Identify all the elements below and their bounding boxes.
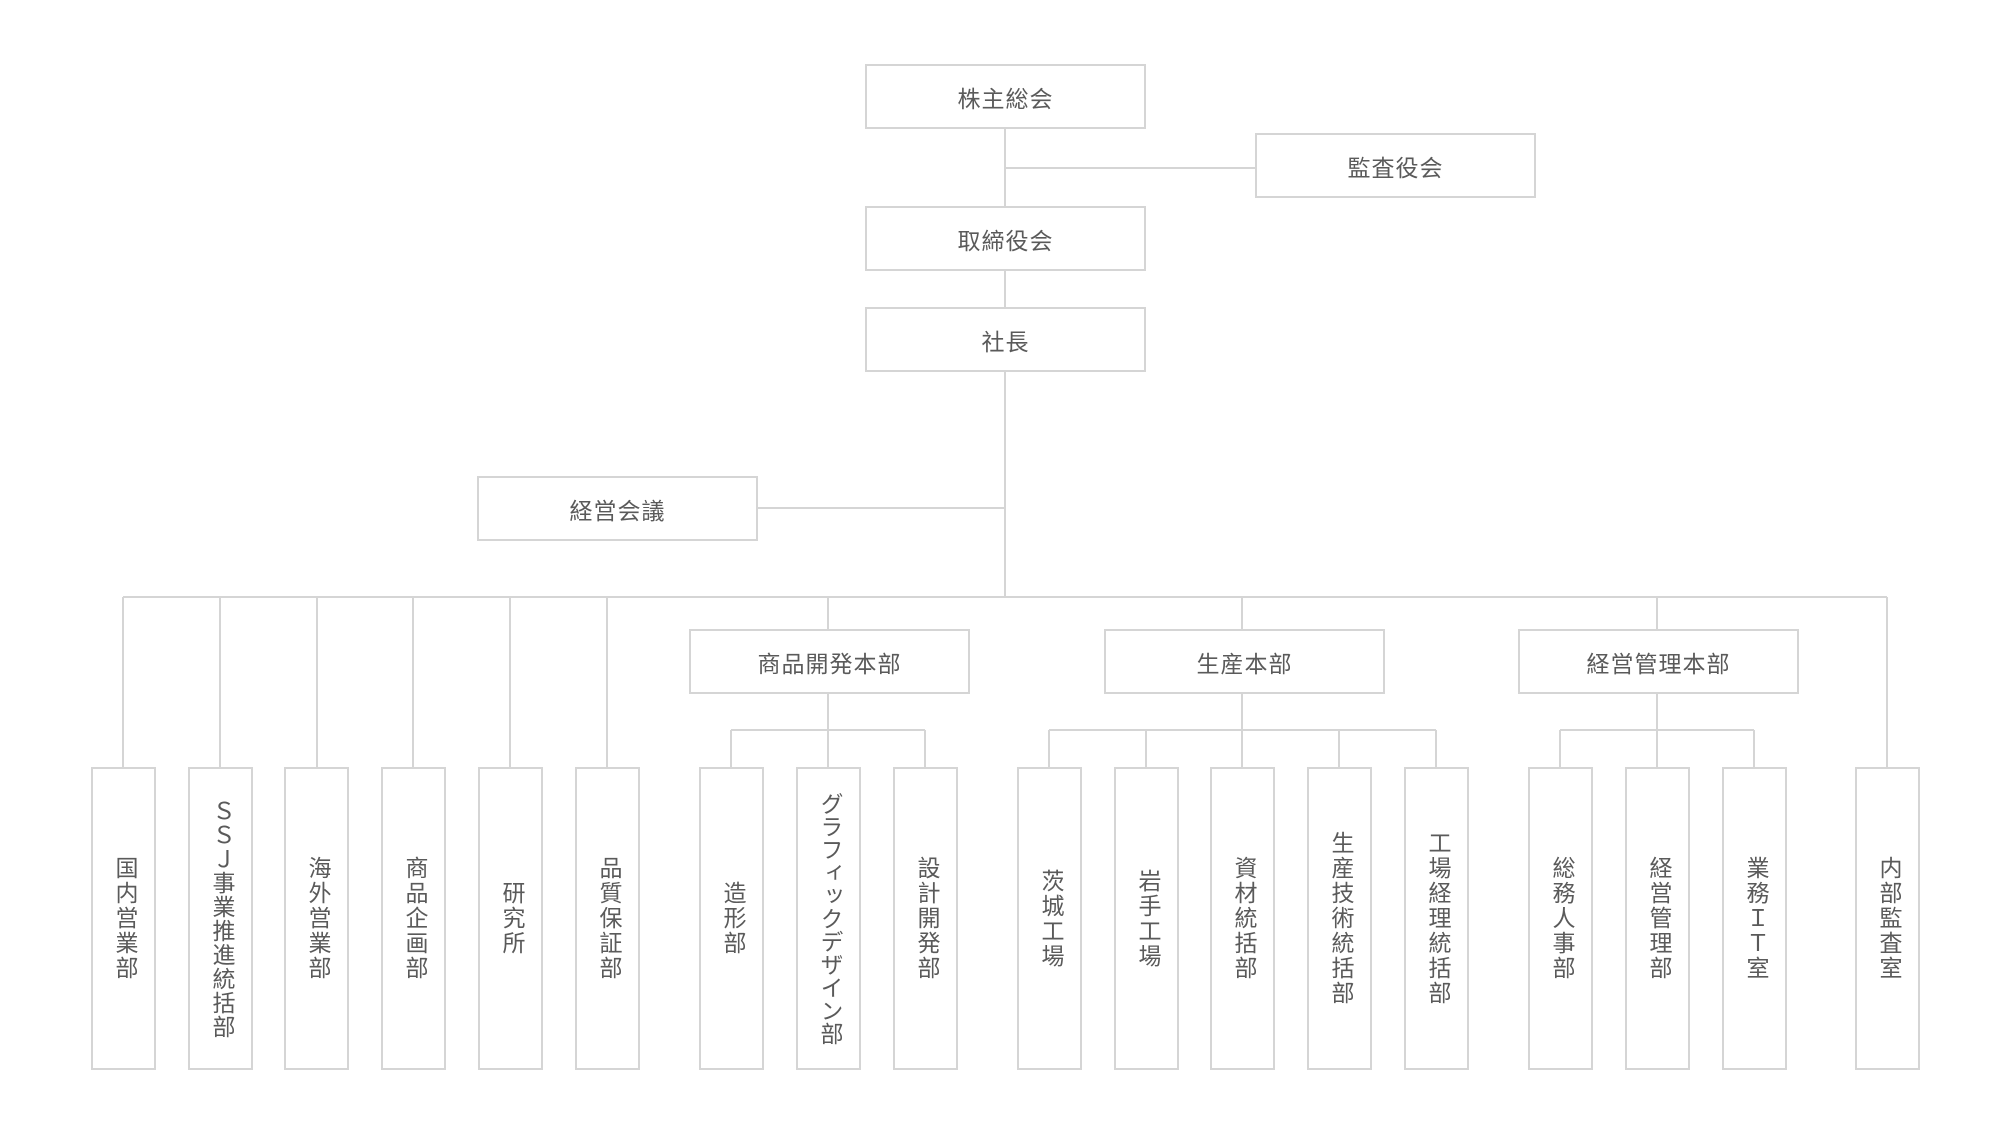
- audit-board-box: 監査役会: [1255, 133, 1536, 198]
- production-hq-label: 生産本部: [1196, 651, 1293, 678]
- general-affairs-dept-label: 総務人事部: [1548, 856, 1574, 981]
- graphic-design-dept-label: グラフィックデザイン部: [816, 792, 842, 1045]
- materials-dept-box: 資材統括部: [1210, 767, 1275, 1070]
- business-it-office-label: 業務ＩＴ室: [1742, 856, 1768, 981]
- ssj-dept-box: ＳＳＪ事業推進統括部: [188, 767, 253, 1070]
- iwate-factory-label: 岩手工場: [1134, 868, 1160, 969]
- domestic-sales-dept-box: 国内営業部: [91, 767, 156, 1070]
- shareholders-meeting-label: 株主総会: [957, 86, 1054, 113]
- board-of-directors-box: 取締役会: [865, 206, 1146, 271]
- production-tech-dept-label: 生産技術統括部: [1327, 831, 1353, 1006]
- modeling-dept-box: 造形部: [699, 767, 764, 1070]
- business-mgmt-dept-box: 経営管理部: [1625, 767, 1690, 1070]
- materials-dept-label: 資材統括部: [1230, 856, 1256, 981]
- president-label: 社長: [981, 329, 1030, 356]
- overseas-sales-dept-box: 海外営業部: [284, 767, 349, 1070]
- iwate-factory-box: 岩手工場: [1114, 767, 1179, 1070]
- president-box: 社長: [865, 307, 1146, 372]
- factory-accounting-dept-label: 工場経理統括部: [1424, 831, 1450, 1006]
- domestic-sales-dept-label: 国内営業部: [111, 856, 137, 981]
- quality-assurance-dept-label: 品質保証部: [595, 856, 621, 981]
- product-planning-dept-box: 商品企画部: [381, 767, 446, 1070]
- ibaraki-factory-box: 茨城工場: [1017, 767, 1082, 1070]
- overseas-sales-dept-label: 海外営業部: [304, 856, 330, 981]
- graphic-design-dept-box: グラフィックデザイン部: [796, 767, 861, 1070]
- management-meeting-label: 経営会議: [569, 498, 666, 525]
- ssj-dept-label: ＳＳＪ事業推進統括部: [208, 798, 234, 1039]
- quality-assurance-dept-box: 品質保証部: [575, 767, 640, 1070]
- management-meeting-box: 経営会議: [477, 476, 758, 541]
- ibaraki-factory-label: 茨城工場: [1037, 868, 1063, 969]
- design-dev-dept-label: 設計開発部: [913, 856, 939, 981]
- business-it-office-box: 業務ＩＴ室: [1722, 767, 1787, 1070]
- production-hq-box: 生産本部: [1104, 629, 1385, 694]
- business-mgmt-dept-label: 経営管理部: [1645, 856, 1671, 981]
- board-of-directors-label: 取締役会: [957, 228, 1054, 255]
- shareholders-meeting-box: 株主総会: [865, 64, 1146, 129]
- management-admin-hq-box: 経営管理本部: [1518, 629, 1799, 694]
- audit-board-label: 監査役会: [1347, 155, 1444, 182]
- management-admin-hq-label: 経営管理本部: [1586, 651, 1731, 678]
- production-tech-dept-box: 生産技術統括部: [1307, 767, 1372, 1070]
- internal-audit-office-box: 内部監査室: [1855, 767, 1920, 1070]
- design-dev-dept-box: 設計開発部: [893, 767, 958, 1070]
- product-dev-hq-box: 商品開発本部: [689, 629, 970, 694]
- general-affairs-dept-box: 総務人事部: [1528, 767, 1593, 1070]
- factory-accounting-dept-box: 工場経理統括部: [1404, 767, 1469, 1070]
- internal-audit-office-label: 内部監査室: [1875, 856, 1901, 981]
- modeling-dept-label: 造形部: [719, 881, 745, 956]
- research-lab-label: 研究所: [498, 881, 524, 956]
- product-dev-hq-label: 商品開発本部: [757, 651, 902, 678]
- research-lab-box: 研究所: [478, 767, 543, 1070]
- product-planning-dept-label: 商品企画部: [401, 856, 427, 981]
